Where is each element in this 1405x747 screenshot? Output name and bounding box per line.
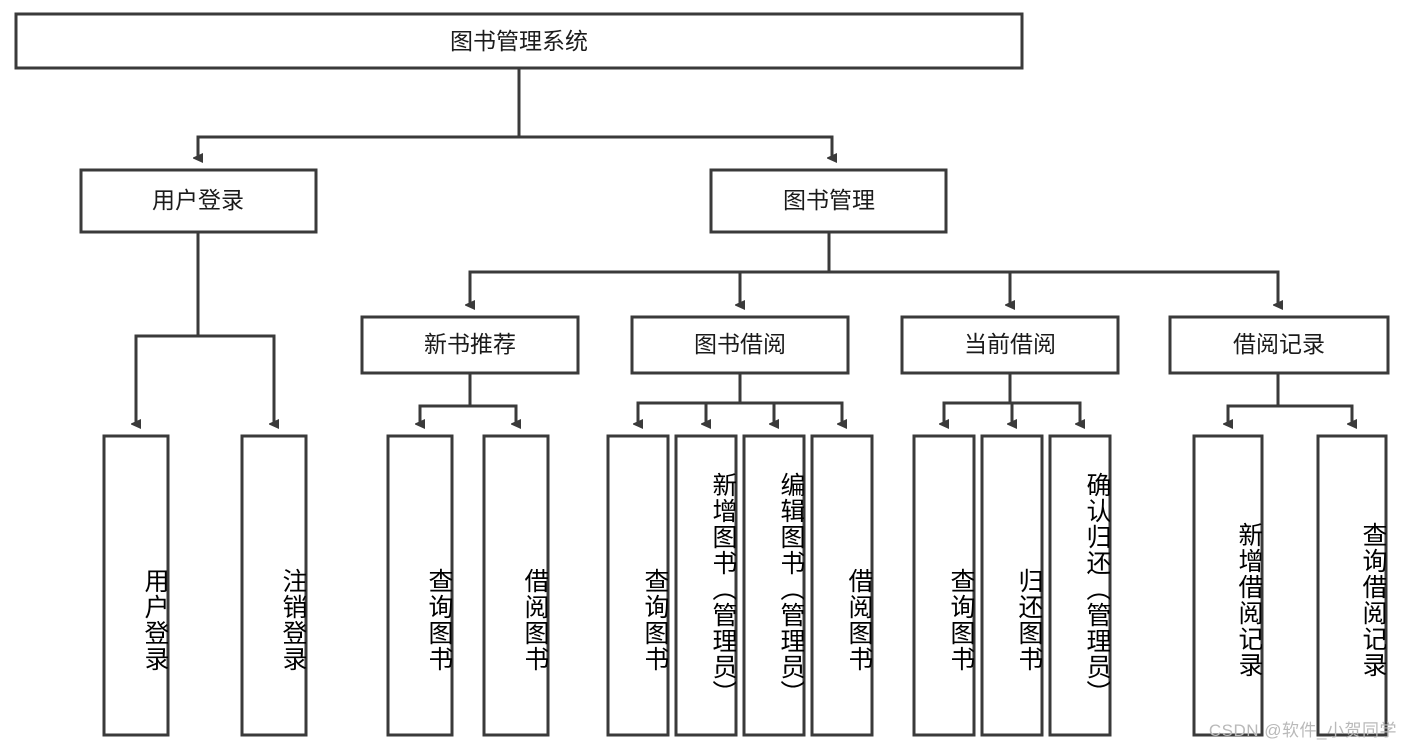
label-current-borrow: 当前借阅: [964, 331, 1056, 357]
node-box-leaf-query-record[interactable]: [1316, 434, 1388, 737]
label-new-book-recommend: 新书推荐: [424, 331, 516, 357]
node-box-current-borrow[interactable]: [900, 315, 1120, 375]
csdn-watermark: CSDN @软件_小贺同学: [1208, 721, 1397, 740]
leaf-label-add-record: 新增借阅记录: [1235, 521, 1262, 678]
leaf-label-wrap-borrow-book-2: 借阅图书: [812, 436, 872, 735]
node-box-leaf-return-book[interactable]: [980, 434, 1044, 737]
leaf-label-borrow-book-2: 借阅图书: [845, 567, 872, 672]
node-box-book-borrow[interactable]: [630, 315, 850, 375]
node-box-leaf-user-login[interactable]: [102, 434, 170, 737]
leaf-label-wrap-logout: 注销登录: [242, 436, 306, 735]
node-box-leaf-borrow-book-2[interactable]: [810, 434, 874, 737]
connector-lines: [136, 66, 1352, 424]
leaf-label-wrap-edit-book: 编辑图书（管理员）: [744, 436, 804, 735]
leaf-label-query-book-2: 查询图书: [641, 567, 668, 672]
leaf-label-add-book: 新增图书（管理员）: [709, 471, 736, 706]
label-borrow-record: 借阅记录: [1233, 331, 1325, 357]
node-box-leaf-confirm-return[interactable]: [1048, 434, 1112, 737]
leaf-label-wrap-add-book: 新增图书（管理员）: [676, 436, 736, 735]
node-box-new-book-recommend[interactable]: [360, 315, 580, 375]
leaf-label-return-book: 归还图书: [1015, 567, 1042, 672]
leaf-label-logout: 注销登录: [279, 567, 306, 672]
leaf-label-borrow-book-1: 借阅图书: [521, 567, 548, 672]
label-book-borrow: 图书借阅: [694, 331, 786, 357]
leaf-label-confirm-return: 确认归还（管理员）: [1083, 471, 1110, 706]
node-box-leaf-add-book[interactable]: [674, 434, 738, 737]
leaf-label-query-book-3: 查询图书: [947, 567, 974, 672]
leaf-label-user-login: 用户登录: [141, 567, 168, 672]
leaf-label-query-book-1: 查询图书: [425, 567, 452, 672]
node-box-leaf-query-book-3[interactable]: [912, 434, 976, 737]
node-labels: 图书管理系统 用户登录 图书管理 新书推荐 图书借阅 当前借阅 借阅记录: [152, 28, 1325, 357]
leaf-label-wrap-return-book: 归还图书: [982, 436, 1042, 735]
node-box-leaf-borrow-book-1[interactable]: [482, 434, 550, 737]
node-box-user-login[interactable]: [79, 168, 318, 234]
node-box-leaf-query-book-2[interactable]: [606, 434, 670, 737]
node-box-leaf-query-book-1[interactable]: [386, 434, 454, 737]
node-box-book-manage[interactable]: [709, 168, 948, 234]
leaf-label-wrap-query-book-1: 查询图书: [388, 436, 452, 735]
node-box-borrow-record[interactable]: [1168, 315, 1390, 375]
node-box-root[interactable]: [14, 12, 1024, 70]
label-user-login: 用户登录: [152, 187, 244, 213]
leaf-label-edit-book: 编辑图书（管理员）: [777, 471, 804, 706]
leaf-label-wrap-query-book-3: 查询图书: [914, 436, 974, 735]
node-box-leaf-add-record[interactable]: [1192, 434, 1264, 737]
leaf-label-wrap-query-book-2: 查询图书: [608, 436, 668, 735]
leaf-label-wrap-confirm-return: 确认归还（管理员）: [1050, 436, 1110, 735]
label-book-manage: 图书管理: [783, 187, 875, 213]
leaf-label-query-record: 查询借阅记录: [1359, 521, 1386, 678]
leaf-label-wrap-query-record: 查询借阅记录: [1318, 436, 1386, 735]
leaf-label-wrap-borrow-book-1: 借阅图书: [484, 436, 548, 735]
label-root: 图书管理系统: [450, 28, 588, 54]
leaf-label-wrap-add-record: 新增借阅记录: [1194, 436, 1262, 735]
leaf-label-wrap-user-login: 用户登录: [104, 436, 168, 735]
node-boxes: [14, 12, 1390, 737]
node-box-leaf-edit-book[interactable]: [742, 434, 806, 737]
node-box-leaf-logout[interactable]: [240, 434, 308, 737]
